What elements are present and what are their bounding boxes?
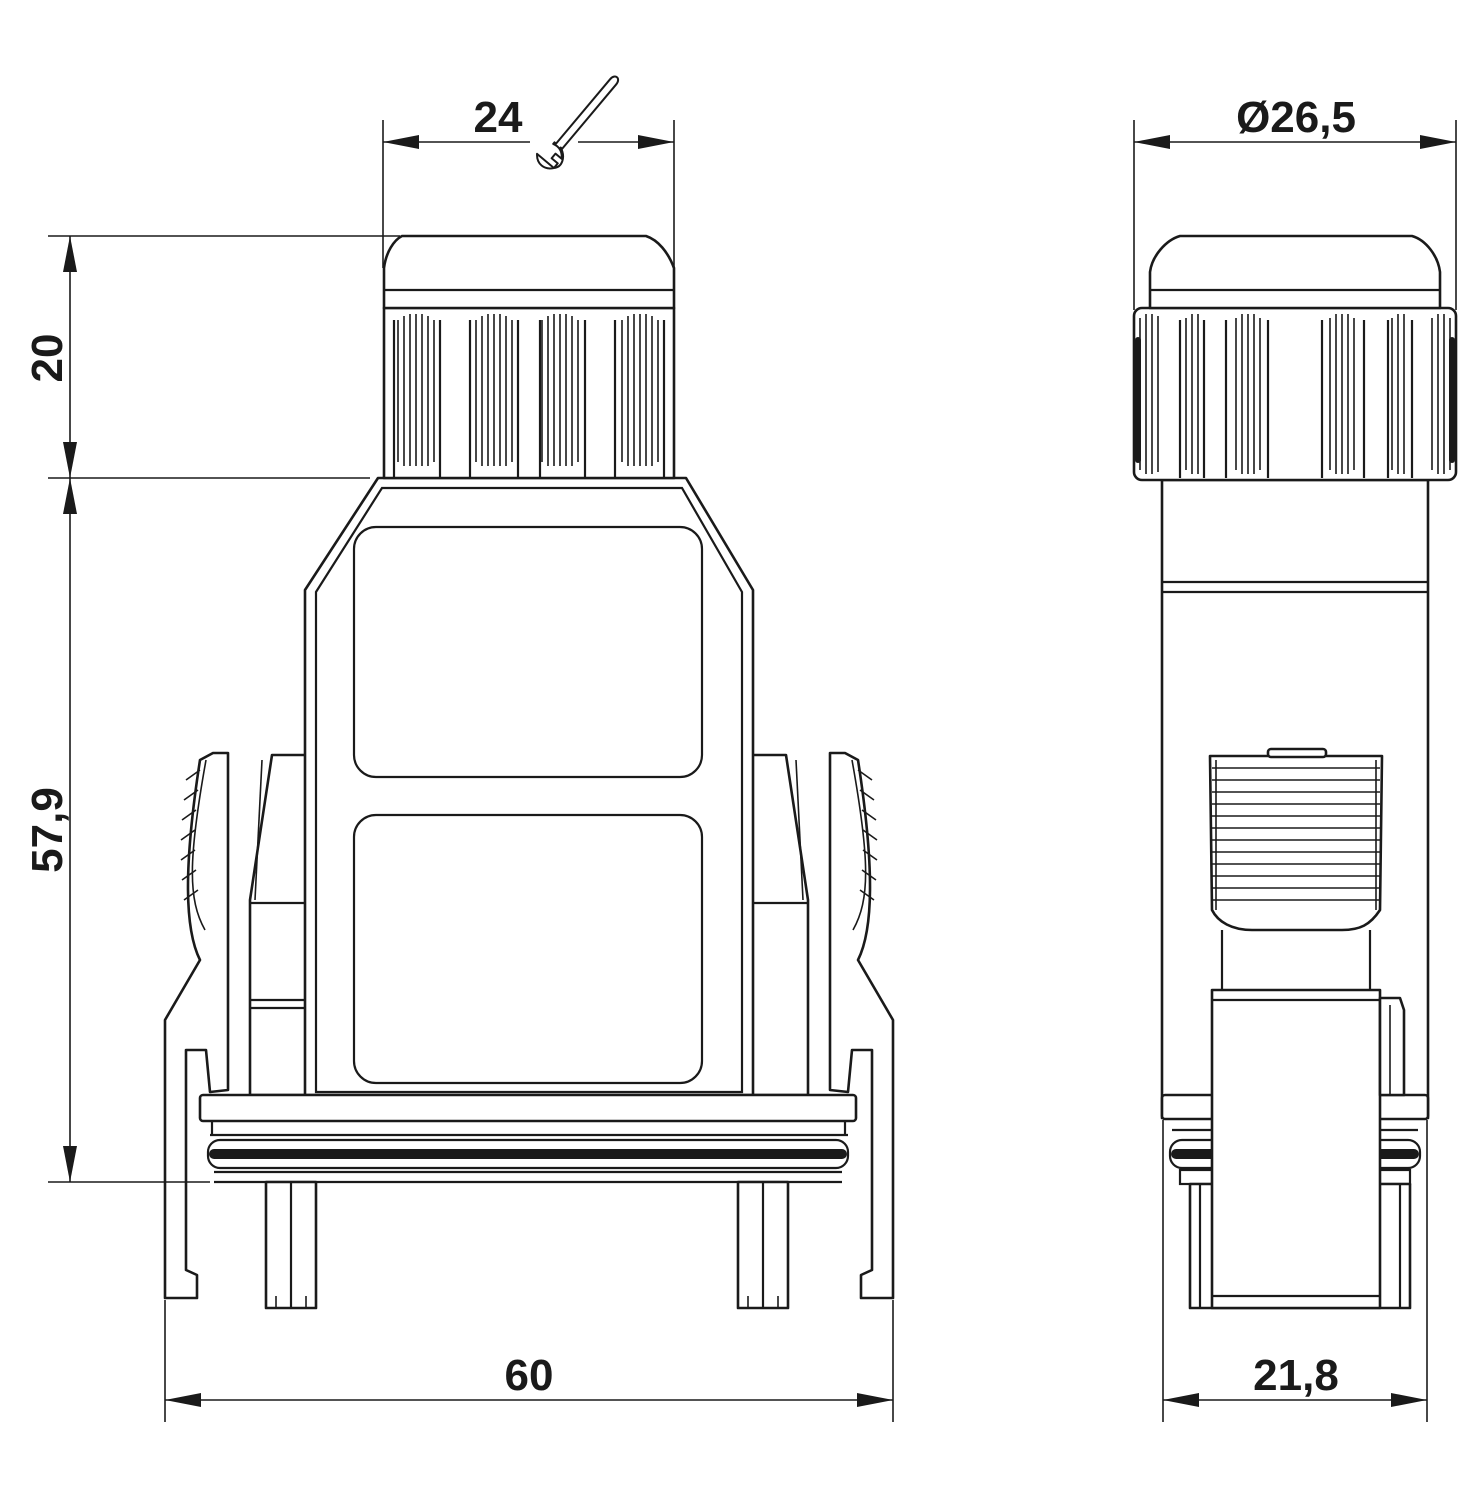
left-latch xyxy=(163,751,230,1300)
right-latch xyxy=(828,751,895,1300)
label-field-lower xyxy=(352,813,704,1085)
right-shoulder xyxy=(750,753,810,1097)
dim-diameter: Ø26,5 xyxy=(1236,93,1356,142)
hood-body xyxy=(303,476,755,1097)
dimension-lines xyxy=(48,120,1457,1422)
label-field-upper xyxy=(352,525,704,779)
gland-cap xyxy=(382,234,676,310)
dim-body-height: 57,9 xyxy=(23,787,72,873)
gland-knurl xyxy=(382,306,676,480)
left-shoulder xyxy=(248,753,308,1097)
dim-wrench-size: 24 xyxy=(474,93,523,142)
side-gland-nut xyxy=(1132,306,1458,482)
side-latch-grip xyxy=(1208,754,1384,932)
front-view xyxy=(163,234,895,1310)
dim-nut-height: 20 xyxy=(23,334,72,383)
side-view xyxy=(1132,234,1458,1310)
flange-plate xyxy=(198,1093,858,1123)
side-latch-lower xyxy=(1210,988,1382,1310)
knurl-ridges xyxy=(397,314,659,466)
grip-ribs xyxy=(1212,760,1380,910)
dim-width: 60 xyxy=(505,1351,554,1400)
dim-depth: 21,8 xyxy=(1253,1351,1339,1400)
wrench-icon xyxy=(536,75,620,170)
side-gland-cap xyxy=(1148,234,1442,310)
